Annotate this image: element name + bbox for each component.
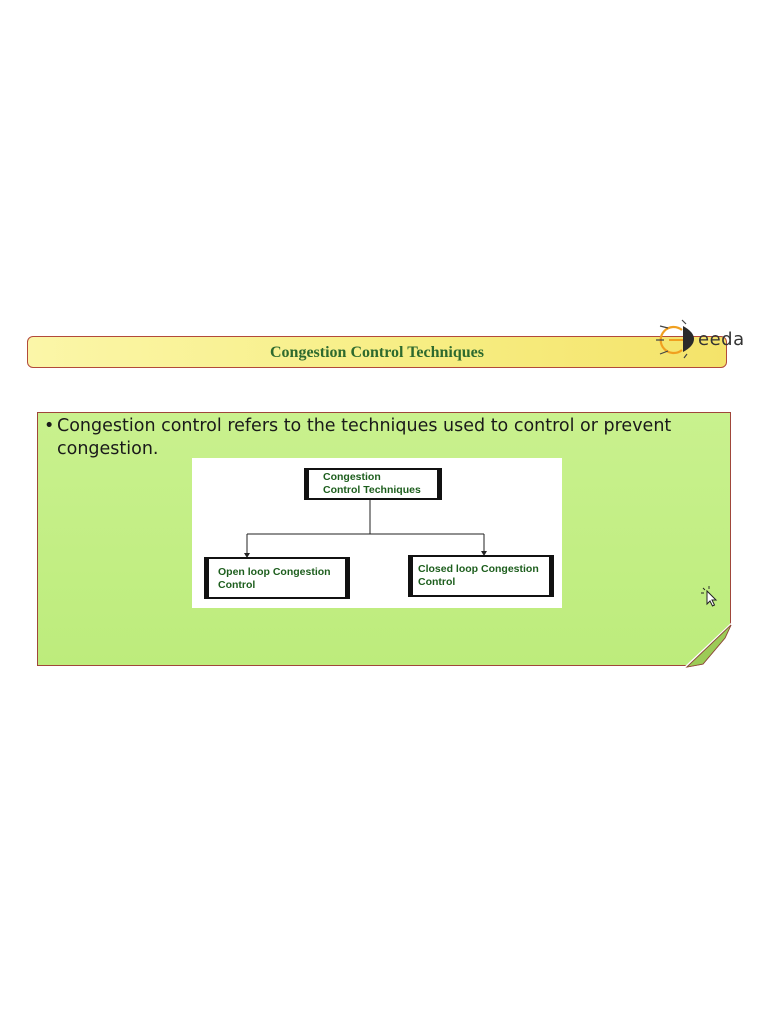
title-bar: Congestion Control Techniques	[27, 336, 727, 368]
ekeeda-logo: eeda	[652, 316, 756, 362]
node-root-line1: Congestion	[323, 471, 381, 483]
arrowhead-right-icon	[481, 551, 487, 556]
diagram-connectors	[244, 500, 487, 558]
node-closed-loop: Closed loop Congestion Control	[408, 555, 554, 597]
arrowhead-left-icon	[244, 553, 250, 558]
mouse-cursor-icon	[701, 586, 718, 607]
page-curl-icon	[685, 624, 732, 668]
bullet-item: • Congestion control refers to the techn…	[44, 415, 714, 461]
node-root: Congestion Control Techniques	[304, 468, 442, 500]
node-closed-line1: Closed loop Congestion	[418, 563, 539, 575]
diagram-panel: Congestion Control Techniques Open loop …	[192, 458, 562, 608]
node-open-line1: Open loop Congestion	[218, 566, 331, 578]
node-open-loop: Open loop Congestion Control	[204, 557, 350, 599]
node-open-line2: Control	[218, 579, 256, 591]
logo-icon	[656, 319, 694, 359]
slide-title: Congestion Control Techniques	[270, 344, 484, 361]
bullet-marker: •	[44, 416, 55, 436]
bullet-text: Congestion control refers to the techniq…	[57, 416, 672, 459]
node-closed-line2: Control	[418, 576, 456, 588]
logo-text: eeda	[698, 329, 745, 350]
node-root-line2: Control Techniques	[323, 484, 421, 496]
